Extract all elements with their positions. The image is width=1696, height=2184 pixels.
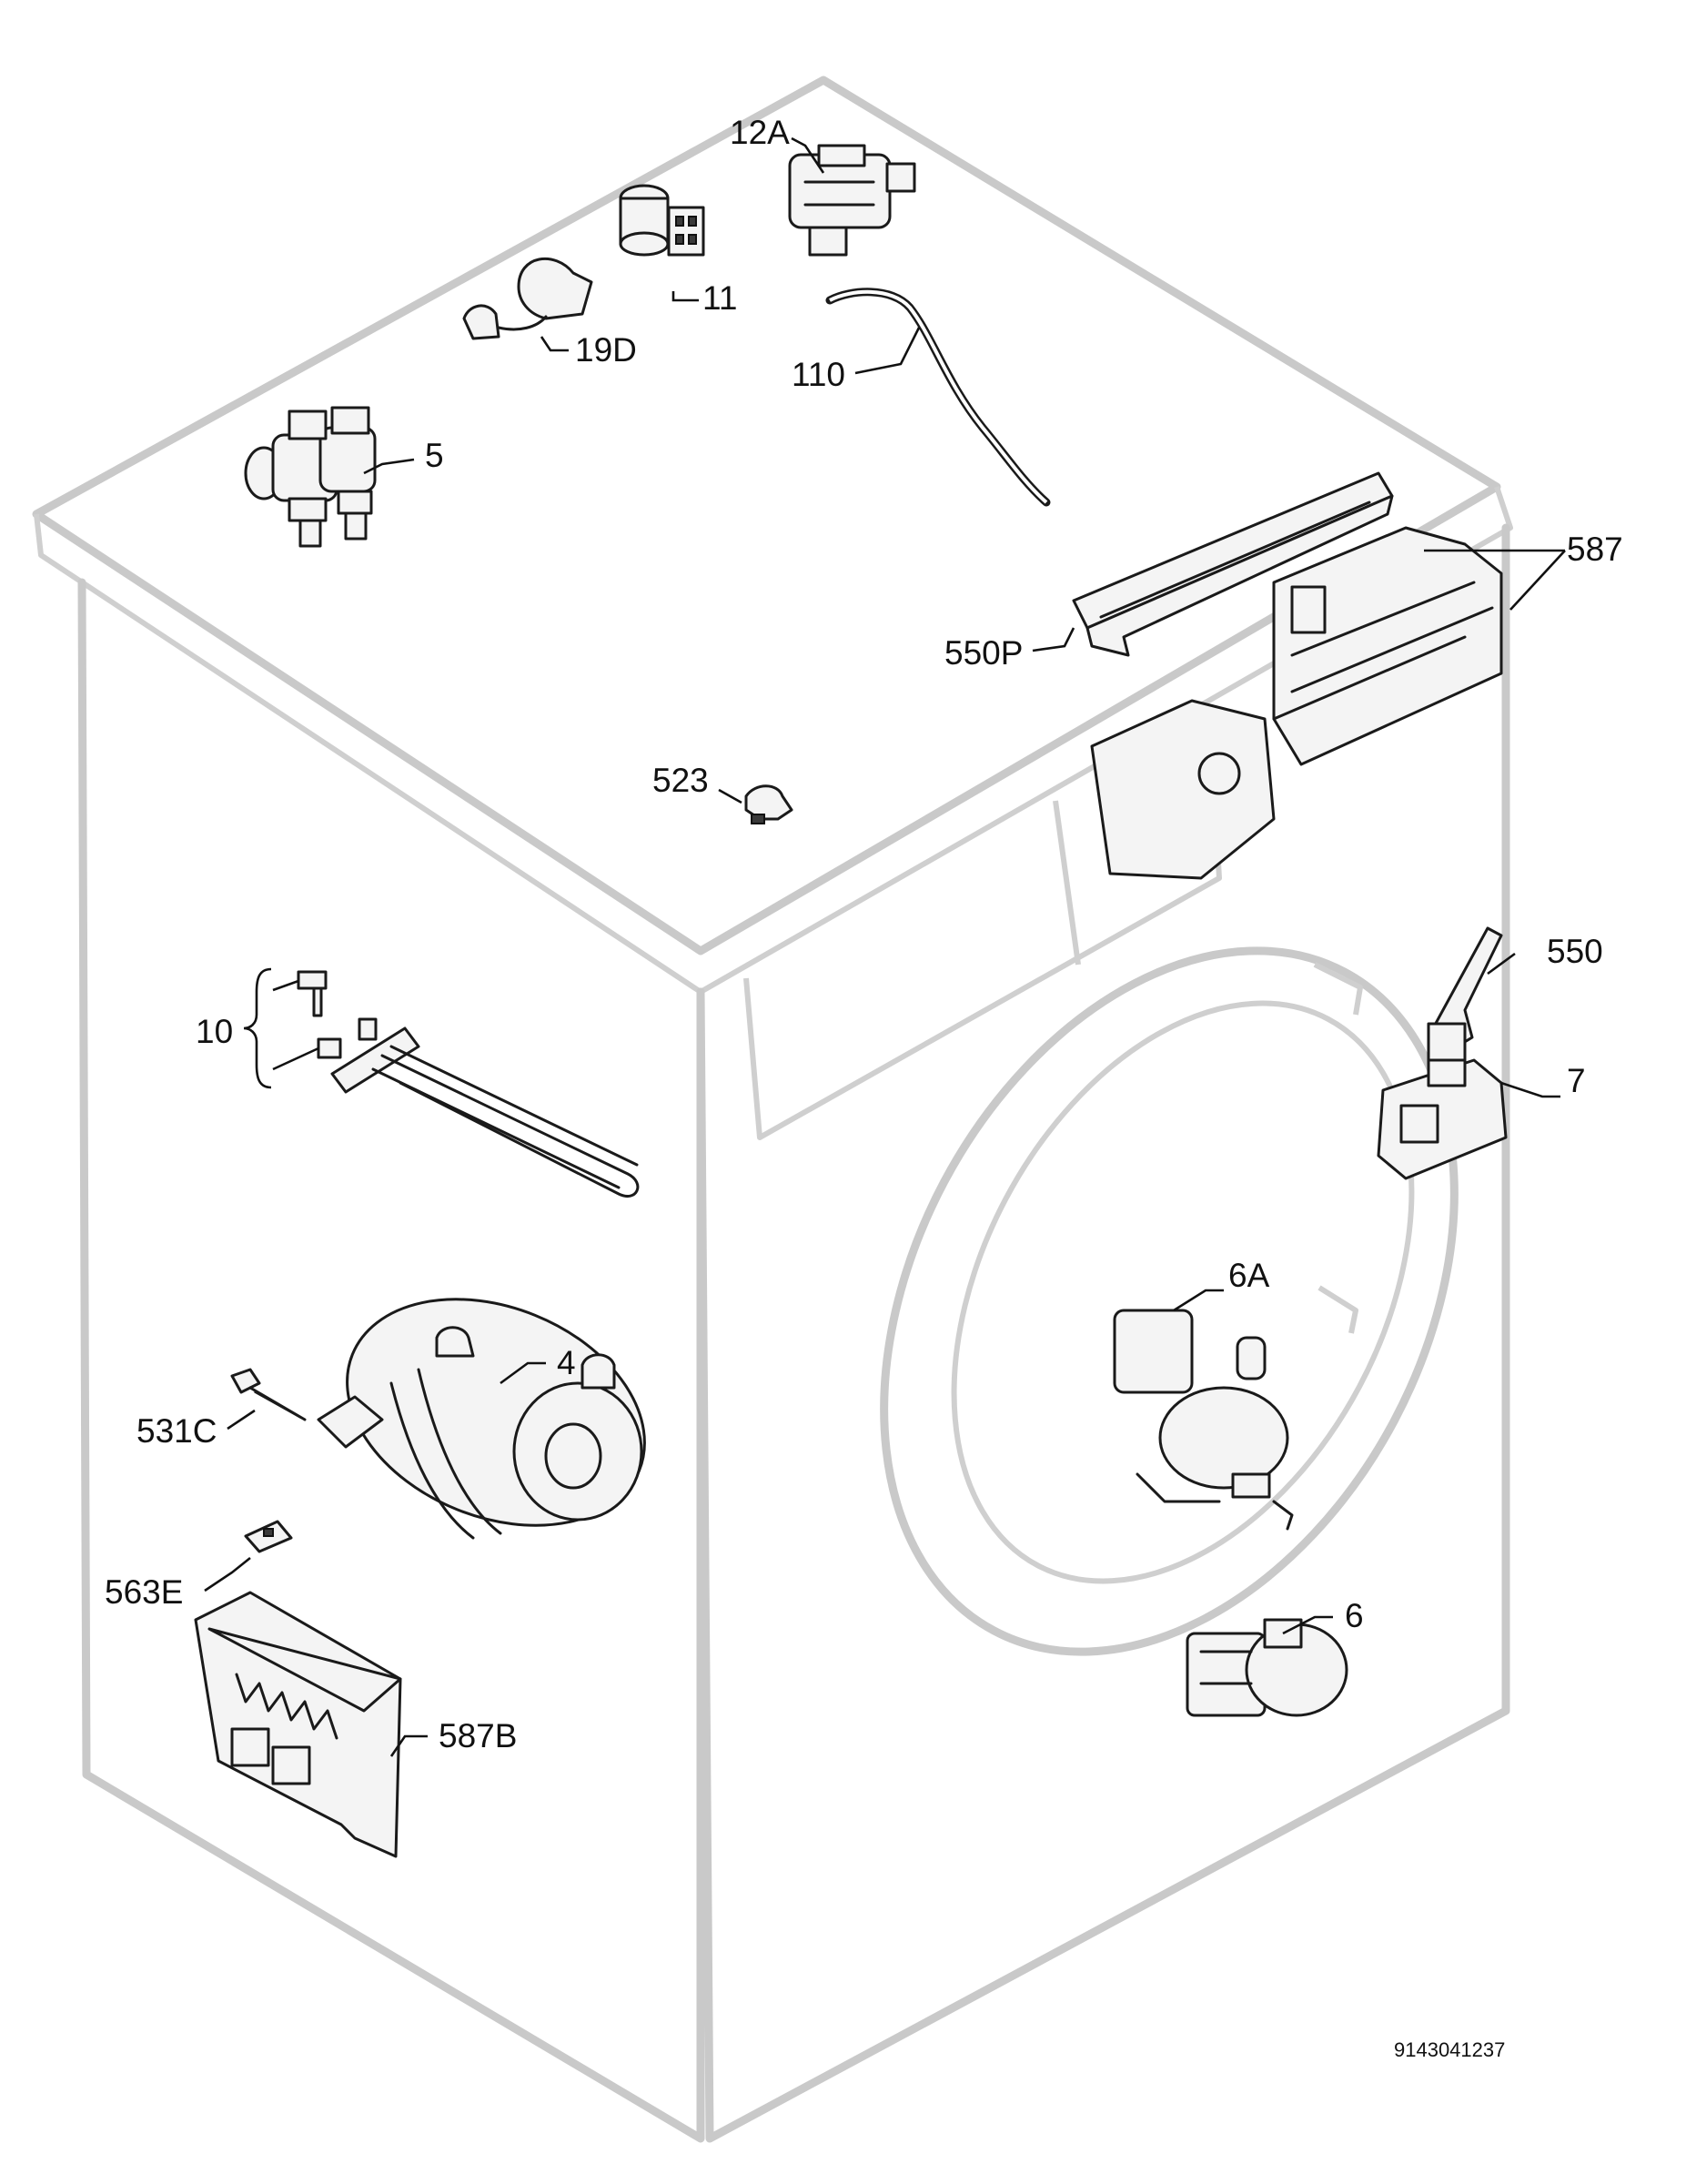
panel-divider [1053, 800, 1081, 966]
control-module-587B [194, 1591, 402, 1858]
cabinet-front [696, 523, 1510, 2143]
pressure-hose-110 [825, 288, 1051, 507]
callout-6: 6 [1345, 1597, 1364, 1634]
machine-outline [32, 76, 1513, 2143]
motor-4 [317, 1298, 646, 1540]
callout-10: 10 [196, 1013, 233, 1050]
door-lock-7 [1377, 1058, 1508, 1180]
callout-110: 110 [792, 356, 845, 393]
callout-550P: 550P [944, 634, 1023, 672]
cable-clamp-19D [462, 258, 593, 340]
drain-pump-6A [1113, 1309, 1294, 1531]
door-inner-ring [951, 1000, 1415, 1584]
callout-4: 4 [557, 1344, 576, 1381]
door-latch [1317, 1285, 1358, 1334]
callout-7: 7 [1567, 1062, 1586, 1099]
inlet-valve-5 [244, 406, 377, 548]
pressure-hose-110-inner [829, 289, 1048, 504]
callout-19D: 19D [575, 331, 637, 369]
electronic-board-587 [1090, 526, 1503, 880]
bolt-531C [230, 1368, 307, 1421]
callout-523: 523 [652, 762, 709, 799]
callout-587: 587 [1567, 531, 1623, 568]
door-hinge [1313, 962, 1363, 1016]
leader-lines [204, 136, 1566, 1757]
door-handle-550 [1427, 926, 1503, 1062]
clip-523 [744, 784, 793, 824]
callout-531C: 531C [136, 1412, 217, 1450]
capacitor-11 [619, 184, 705, 257]
callout-587B: 587B [439, 1717, 517, 1754]
door-outer-ring [880, 946, 1459, 1656]
callout-550: 550 [1547, 933, 1603, 970]
callout-6A: 6A [1228, 1257, 1270, 1294]
callout-563E: 563E [105, 1573, 183, 1611]
callout-labels: 12A 11 19D 110 5 587 550P 523 550 10 7 6… [105, 114, 1623, 2061]
panel-cover-550P [1072, 471, 1394, 657]
heating-element-10 [297, 970, 640, 1198]
callout-5: 5 [425, 437, 444, 474]
drawing-number: 9143041237 [1394, 2038, 1505, 2061]
connector-563E [244, 1520, 293, 1553]
drain-pump-6 [1186, 1618, 1348, 1717]
callout-11: 11 [702, 279, 737, 317]
cabinet-left-side [77, 578, 705, 2143]
pressure-switch-12A [788, 144, 916, 257]
callout-12A: 12A [730, 114, 790, 151]
